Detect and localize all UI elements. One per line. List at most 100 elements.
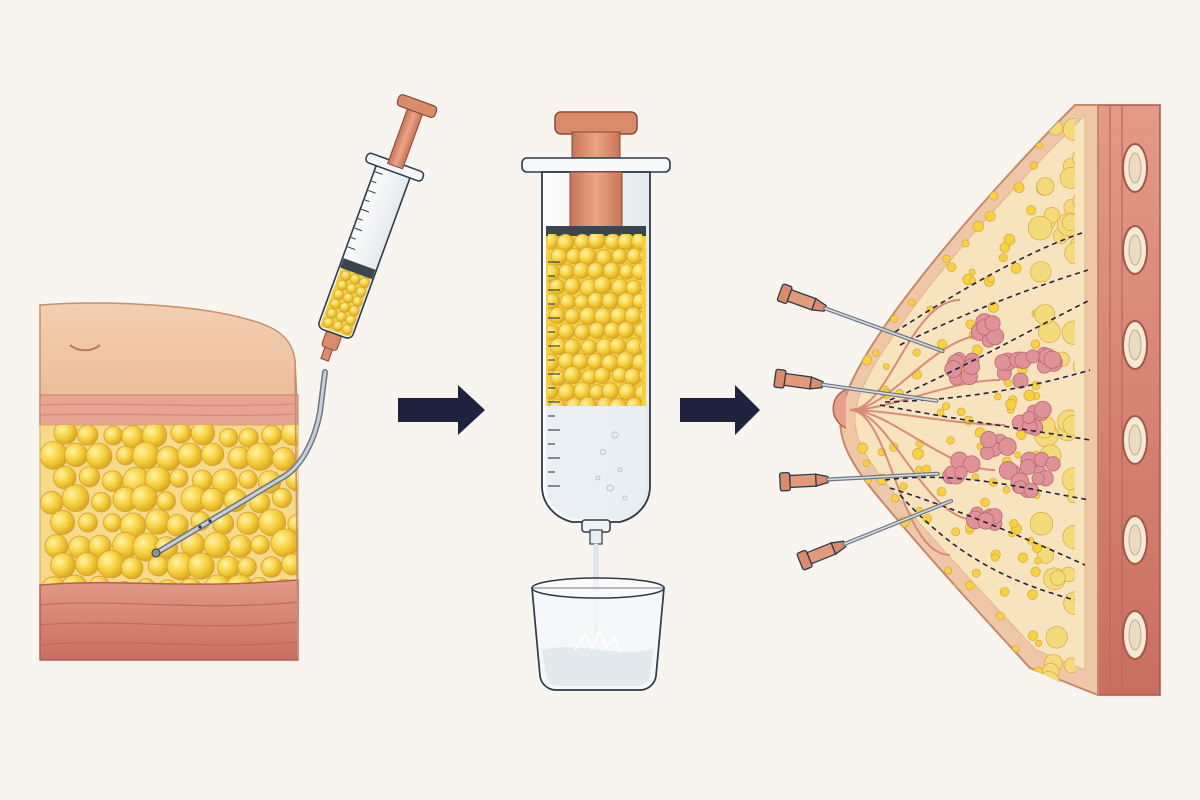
nipple xyxy=(832,389,847,429)
fat-cell xyxy=(623,367,642,386)
fat-cell xyxy=(550,369,567,386)
fat-cell xyxy=(53,425,78,445)
fat-cell xyxy=(91,492,112,513)
fluid-layer-in-syringe xyxy=(546,406,646,518)
fat-cell xyxy=(280,425,298,446)
injection-cannulas xyxy=(773,283,954,571)
fat-cell xyxy=(179,577,202,585)
fat-cell xyxy=(96,550,126,579)
fat-cell xyxy=(103,425,124,446)
harvesting-syringe-icon xyxy=(318,94,438,362)
injection-tunnel xyxy=(889,487,1086,566)
lobule xyxy=(1025,346,1063,374)
fat-cell xyxy=(281,553,298,576)
fat-cell xyxy=(187,552,215,580)
fat-cell xyxy=(204,574,232,585)
fat-cell xyxy=(228,534,252,558)
injection-cannula-icon xyxy=(773,368,939,403)
fat-cell xyxy=(639,310,642,324)
lobule xyxy=(1011,400,1052,436)
fat-cell xyxy=(271,447,296,471)
fat-cell xyxy=(558,323,575,340)
fat-cell xyxy=(565,397,583,406)
fat-cell xyxy=(236,511,260,535)
fat-cell xyxy=(587,353,604,370)
syringe-flange xyxy=(521,157,671,173)
fat-cell xyxy=(559,293,576,310)
fat-cell xyxy=(130,484,158,512)
step-arrow-1 xyxy=(398,385,485,435)
fat-cell xyxy=(588,321,606,339)
fat-cell xyxy=(625,397,642,406)
injection-tunnel xyxy=(889,299,1091,401)
fat-cell xyxy=(237,557,257,577)
fat-cell xyxy=(341,324,353,335)
fat-cell xyxy=(238,427,259,448)
fat-cell xyxy=(156,491,176,512)
chest-wall-muscle xyxy=(1097,104,1161,696)
fat-cell xyxy=(549,307,566,324)
fat-cell xyxy=(626,247,642,265)
fat-cell xyxy=(608,398,628,406)
fat-cell xyxy=(639,339,642,353)
fat-cell xyxy=(574,323,591,341)
fat-cell xyxy=(200,487,225,512)
fat-cell xyxy=(144,508,171,535)
injection-tunnel xyxy=(894,231,1086,333)
breast-lobules xyxy=(942,313,1063,531)
fat-cell xyxy=(177,442,203,469)
injection-tunnel xyxy=(899,269,1089,346)
fat-cell xyxy=(258,508,287,537)
injection-cannula-icon xyxy=(796,498,954,571)
fat-cell xyxy=(61,484,90,513)
fat-cell xyxy=(549,278,566,295)
fat-cells-abdomen xyxy=(40,425,298,585)
harvest-panel xyxy=(39,94,438,661)
fat-cell xyxy=(52,465,77,490)
injection-cannula-icon xyxy=(776,283,945,354)
fat-cell xyxy=(218,428,239,448)
fat-cell xyxy=(593,367,611,384)
injection-tunnel xyxy=(899,494,1076,601)
injection-tunnel xyxy=(879,404,1091,441)
rib-cross-sections xyxy=(1122,143,1148,660)
fat-cell xyxy=(638,369,642,383)
cannula-tip-icon xyxy=(151,548,161,558)
fat-cell xyxy=(611,248,628,265)
fat-cell xyxy=(260,556,283,578)
fat-cell xyxy=(169,468,189,488)
lobule xyxy=(970,313,1005,348)
fat-cell xyxy=(639,281,642,293)
fat-cell xyxy=(563,366,582,385)
fat-cell xyxy=(250,535,270,555)
fat-cell xyxy=(226,574,254,585)
step-arrow-2 xyxy=(680,385,760,435)
plunger-thumb-press xyxy=(554,111,638,135)
injection-cannula-icon xyxy=(778,471,940,492)
fat-cell xyxy=(631,234,642,251)
fat-cell xyxy=(132,441,160,470)
fat-cell xyxy=(609,337,627,355)
fat-cell xyxy=(563,277,581,295)
fat-cell xyxy=(78,466,101,488)
fat-cell xyxy=(271,487,293,509)
injection-tunnels xyxy=(879,231,1091,601)
lobule xyxy=(980,431,1017,461)
injection-tunnel xyxy=(884,476,1091,501)
fat-cell xyxy=(624,306,642,325)
fat-cell xyxy=(587,292,605,309)
lobule xyxy=(1019,451,1061,487)
lobule xyxy=(994,351,1032,389)
fat-cell xyxy=(245,442,275,471)
fat-cell xyxy=(261,425,282,446)
graduation-marks xyxy=(548,261,560,487)
syringe-nozzle xyxy=(589,529,603,545)
fat-cell xyxy=(602,261,621,280)
fat-cell xyxy=(587,234,606,250)
fat-cell xyxy=(634,323,642,339)
fat-cell xyxy=(634,384,642,401)
fat-cell xyxy=(558,263,575,280)
fat-cell xyxy=(77,425,99,446)
